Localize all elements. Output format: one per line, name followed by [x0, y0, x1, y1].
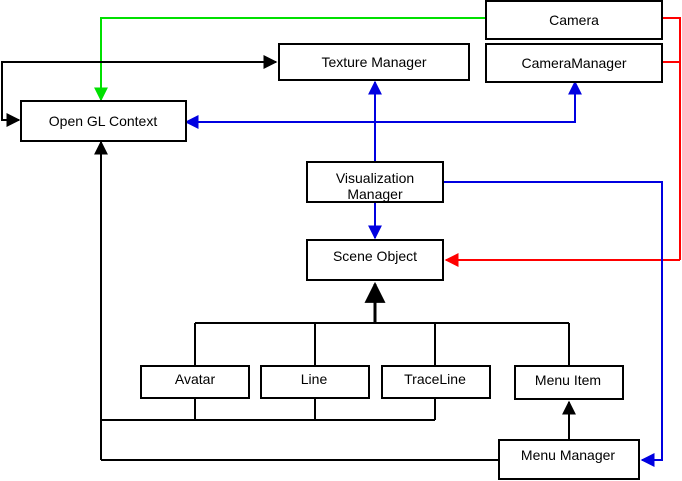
node-visualization-manager-label-line2: Manager	[347, 186, 403, 202]
node-texture-manager: Texture Manager	[278, 43, 470, 81]
node-camera-manager: CameraManager	[485, 43, 663, 83]
node-scene-object: Scene Object	[306, 239, 444, 281]
node-menu-item-label: Menu Item	[535, 372, 601, 388]
node-menu-item: Menu Item	[514, 365, 624, 400]
node-traceline-label: TraceLine	[404, 371, 466, 387]
edge-bus-to-cameramanager	[375, 80, 582, 123]
node-line-label: Line	[301, 371, 328, 387]
edge-loop-to-texture-manager	[1, 55, 278, 101]
node-line: Line	[260, 365, 370, 399]
node-visualization-manager: Visualization Manager	[306, 161, 444, 203]
node-traceline: TraceLine	[381, 365, 491, 399]
edge-camera-to-bus-red	[662, 17, 681, 260]
edge-camera-to-opengl	[94, 17, 486, 102]
node-menu-manager: Menu Manager	[498, 439, 640, 480]
node-opengl-context-label: Open GL Context	[49, 113, 158, 129]
node-avatar: Avatar	[140, 365, 250, 399]
node-menu-manager-label: Menu Manager	[521, 447, 616, 463]
node-camera: Camera	[485, 0, 663, 40]
node-avatar-label: Avatar	[175, 371, 216, 387]
edge-vizmgr-to-menu-manager	[443, 181, 663, 467]
node-visualization-manager-label-line1: Visualization	[336, 170, 414, 186]
node-opengl-context: Open GL Context	[20, 100, 187, 142]
edge-loop-to-opengl	[1, 100, 21, 127]
node-scene-object-label: Scene Object	[333, 248, 417, 264]
node-camera-label: Camera	[549, 12, 599, 28]
node-camera-manager-label: CameraManager	[521, 55, 626, 71]
node-texture-manager-label: Texture Manager	[321, 54, 426, 70]
